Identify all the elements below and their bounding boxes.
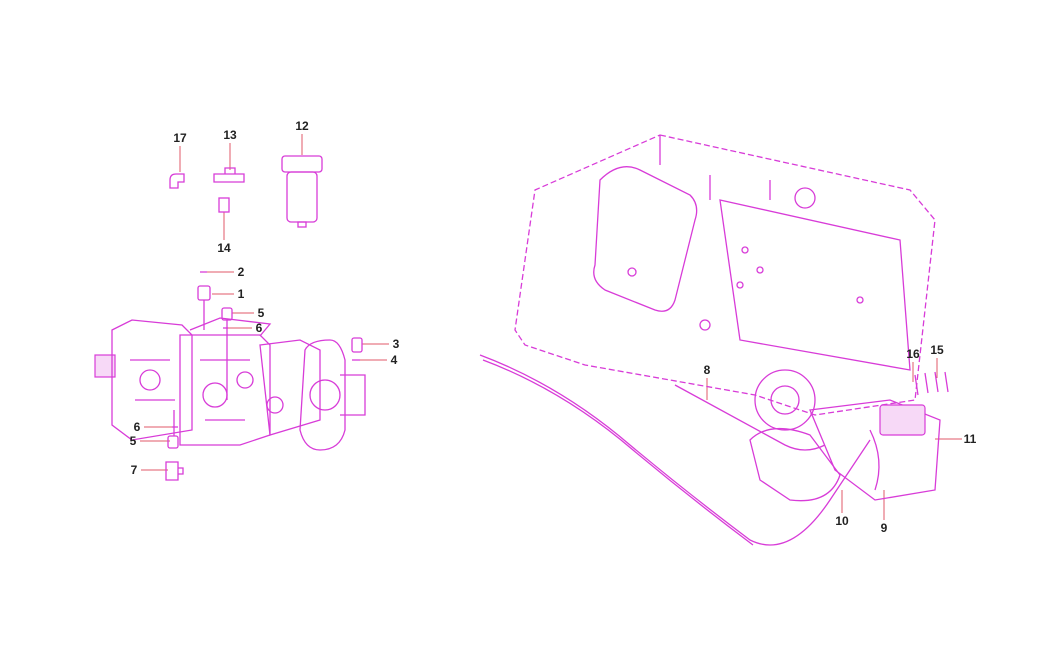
tank-frame <box>514 134 936 416</box>
leader-lines <box>140 134 962 520</box>
pump-fittings <box>165 271 363 481</box>
callout-10: 10 <box>835 514 849 528</box>
callout-6-bottom: 6 <box>133 420 141 434</box>
callout-2: 2 <box>237 265 245 279</box>
callout-4: 4 <box>390 353 398 367</box>
callout-6-top: 6 <box>255 321 263 335</box>
hoses <box>479 354 880 546</box>
tee-fitting-13 <box>213 167 245 183</box>
callout-15: 15 <box>930 343 944 357</box>
callout-11: 11 <box>963 432 977 446</box>
callout-5-bottom: 5 <box>129 434 137 448</box>
callout-13: 13 <box>223 128 237 142</box>
callout-12: 12 <box>295 119 309 133</box>
filter-12 <box>281 155 323 228</box>
elbow-fitting-17 <box>169 173 185 189</box>
callout-8: 8 <box>703 363 711 377</box>
callout-7: 7 <box>130 463 138 477</box>
callout-14: 14 <box>217 241 231 255</box>
callout-5-top: 5 <box>257 306 265 320</box>
callout-16: 16 <box>906 347 920 361</box>
hydraulic-pump <box>94 317 366 451</box>
callout-17: 17 <box>173 131 187 145</box>
callout-1: 1 <box>237 287 245 301</box>
pump-assembly-right <box>749 369 949 502</box>
callout-3: 3 <box>392 337 400 351</box>
callout-9: 9 <box>880 521 888 535</box>
fitting-14 <box>218 197 230 213</box>
